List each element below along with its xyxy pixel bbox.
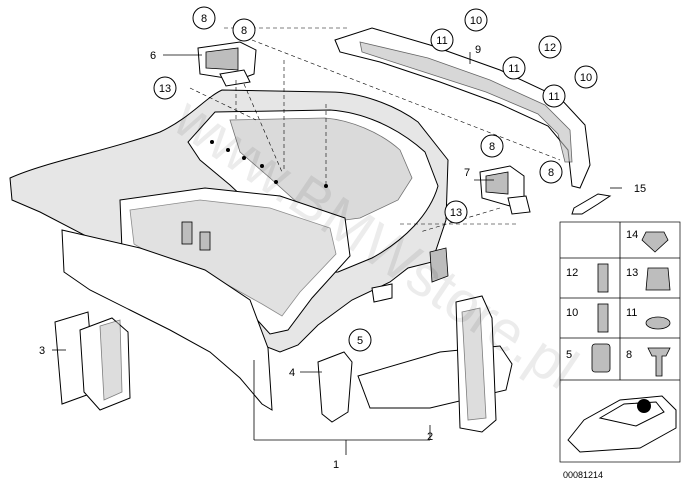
rear-shelf-part-1 bbox=[9, 89, 449, 411]
svg-text:5: 5 bbox=[357, 335, 363, 347]
callout-12: 12 bbox=[538, 35, 562, 59]
callout-13b: 13 bbox=[444, 200, 468, 224]
svg-text:9: 9 bbox=[475, 44, 481, 56]
callout-15: 15 bbox=[634, 183, 646, 195]
svg-text:8: 8 bbox=[626, 349, 632, 361]
callout-8b: 8 bbox=[232, 18, 256, 42]
svg-text:7: 7 bbox=[464, 167, 470, 179]
callout-5: 5 bbox=[348, 328, 372, 352]
svg-text:8: 8 bbox=[241, 25, 247, 37]
callout-6: 6 bbox=[150, 50, 156, 62]
legend-10: 10 bbox=[566, 303, 609, 333]
callout-4: 4 bbox=[289, 367, 295, 379]
svg-text:13: 13 bbox=[450, 207, 462, 219]
clip-part-15 bbox=[571, 193, 612, 215]
svg-text:8: 8 bbox=[548, 167, 554, 179]
image-code: 00081214 bbox=[563, 470, 603, 480]
leader-lines bbox=[52, 27, 622, 455]
svg-text:2: 2 bbox=[427, 431, 433, 443]
callout-2: 2 bbox=[427, 431, 433, 443]
svg-text:5: 5 bbox=[566, 349, 572, 361]
svg-text:11: 11 bbox=[626, 307, 637, 319]
callout-13a: 13 bbox=[153, 76, 177, 100]
fastener-legend: 14 12 13 10 11 5 8 bbox=[559, 221, 681, 463]
callout-11c: 11 bbox=[542, 84, 566, 108]
svg-text:12: 12 bbox=[566, 267, 578, 279]
svg-text:11: 11 bbox=[508, 63, 519, 75]
svg-text:12: 12 bbox=[544, 42, 556, 54]
svg-text:4: 4 bbox=[289, 367, 295, 379]
callout-7: 7 bbox=[464, 167, 470, 179]
callout-10b: 10 bbox=[574, 65, 598, 89]
callout-8a: 8 bbox=[192, 6, 216, 30]
legend-11: 11 bbox=[626, 307, 671, 330]
trim-strip-part-9 bbox=[334, 27, 591, 189]
callout-11b: 11 bbox=[502, 56, 526, 80]
bracket-part-3 bbox=[54, 311, 131, 411]
bracket-part-4 bbox=[317, 351, 353, 423]
legend-8: 8 bbox=[626, 347, 671, 377]
svg-text:10: 10 bbox=[566, 307, 578, 319]
svg-text:13: 13 bbox=[626, 267, 638, 279]
svg-text:6: 6 bbox=[150, 50, 156, 62]
svg-text:11: 11 bbox=[548, 91, 559, 103]
svg-text:3: 3 bbox=[39, 345, 45, 357]
callout-3: 3 bbox=[39, 345, 45, 357]
svg-text:1: 1 bbox=[333, 459, 339, 471]
svg-text:10: 10 bbox=[580, 72, 592, 84]
svg-text:10: 10 bbox=[470, 15, 482, 27]
svg-text:8: 8 bbox=[201, 13, 207, 25]
callout-8c: 8 bbox=[480, 134, 504, 158]
callout-10a: 10 bbox=[464, 8, 488, 32]
svg-text:11: 11 bbox=[436, 35, 447, 47]
callout-8d: 8 bbox=[539, 160, 563, 184]
bracket-part-2 bbox=[357, 295, 513, 433]
bracket-part-6 bbox=[197, 41, 257, 87]
bracket-part-7 bbox=[479, 165, 531, 215]
legend-5: 5 bbox=[566, 343, 611, 373]
svg-text:15: 15 bbox=[634, 183, 646, 195]
svg-text:8: 8 bbox=[489, 141, 495, 153]
callout-11a: 11 bbox=[430, 28, 454, 52]
callout-9: 9 bbox=[475, 44, 481, 56]
legend-13: 13 bbox=[626, 267, 671, 291]
callout-1: 1 bbox=[333, 459, 339, 471]
svg-text:14: 14 bbox=[626, 229, 638, 241]
car-thumbnail bbox=[567, 395, 677, 453]
legend-12: 12 bbox=[566, 263, 609, 293]
svg-text:13: 13 bbox=[159, 83, 171, 95]
legend-14: 14 bbox=[626, 229, 669, 253]
